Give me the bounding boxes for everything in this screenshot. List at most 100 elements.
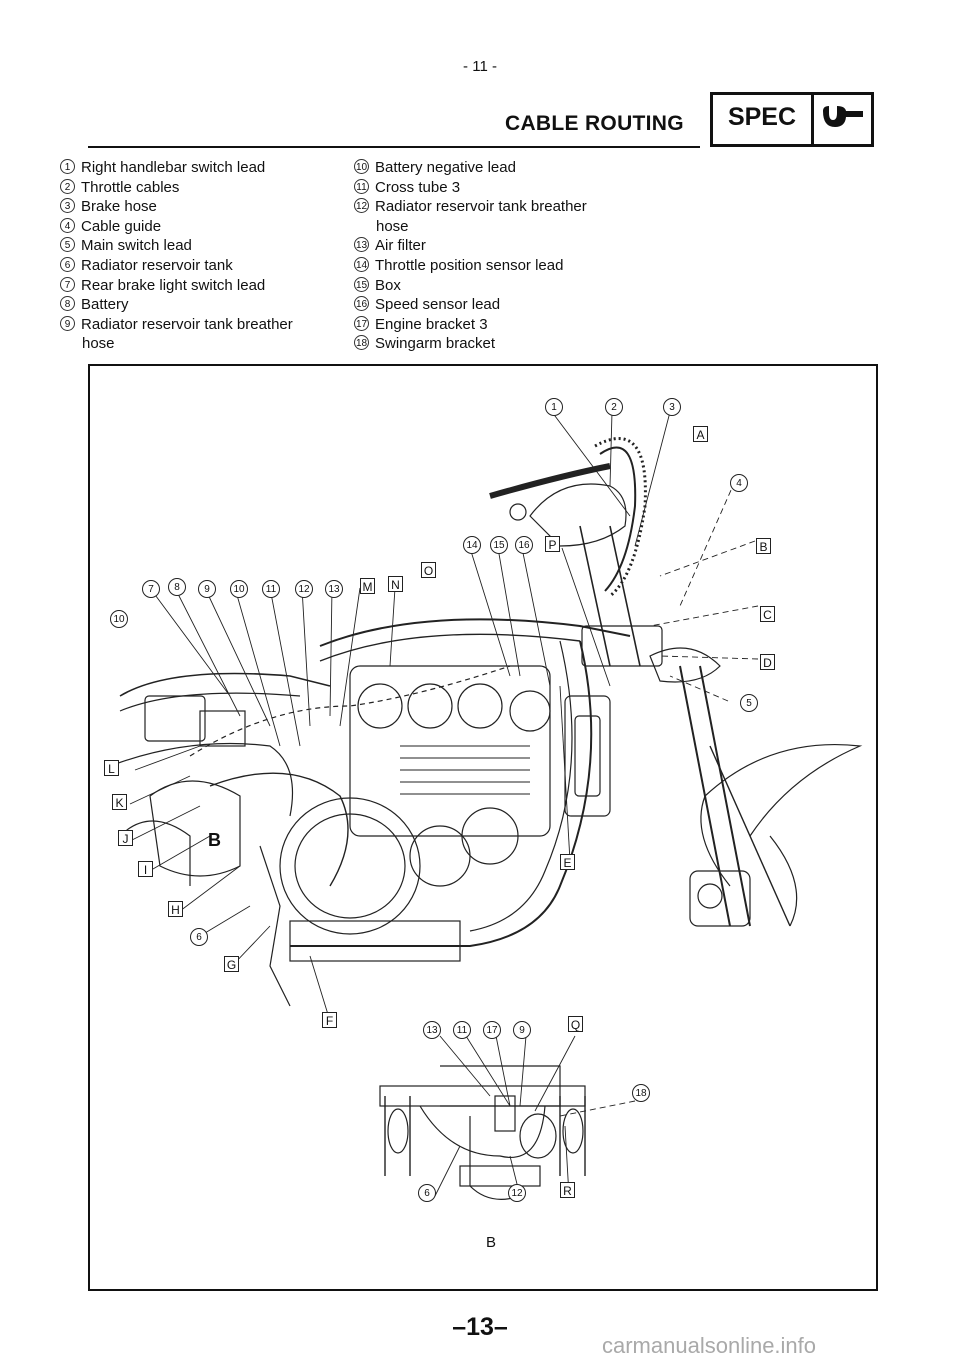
diagram-callout: 1	[545, 398, 563, 416]
diagram-letter-marker: I	[138, 861, 153, 877]
motorcycle-illustration	[109, 411, 863, 1200]
callout-number: 15	[354, 276, 369, 292]
callout-number: 12	[354, 198, 369, 214]
watermark: carmanualsonline.info	[602, 1333, 817, 1358]
diagram-letter-marker: M	[360, 578, 375, 594]
callout-number: 1	[60, 159, 75, 174]
legend-text: Speed sensor lead	[375, 296, 501, 314]
diagram-letter-marker: N	[388, 576, 403, 592]
callout-number: 10	[354, 159, 369, 174]
legend-text: Radiator reservoir tank	[81, 256, 233, 274]
legend-text: Battery negative lead	[375, 159, 516, 176]
callout-number: 6	[60, 256, 75, 272]
page-number-bottom: –13–	[452, 1313, 508, 1341]
callout-number: 4	[60, 217, 75, 233]
diagram-letter-marker: J	[118, 830, 133, 846]
legend-item: 15 Box	[354, 276, 587, 296]
legend-left-column: 1 Right handlebar switch lead 2 Throttle ca…	[60, 158, 293, 354]
legend-item: 2 Throttle cables	[60, 178, 293, 198]
frame-label-b: B	[208, 830, 221, 850]
diagram-callout: 13	[423, 1021, 441, 1039]
legend-text: Cross tube 3	[375, 178, 461, 196]
legend-text: Throttle position sensor lead	[375, 256, 564, 274]
legend-item: 12 Radiator reservoir tank breather	[354, 197, 587, 217]
legend-right-column: 10 Battery negative lead 11 Cross tube 3 12 R…	[354, 158, 587, 354]
detail-view-b	[379, 1065, 586, 1200]
diagram-callout: 3	[663, 398, 681, 416]
diagram-callout: 4	[730, 474, 748, 492]
callout-number: 17	[354, 315, 369, 331]
callout-number: 16	[354, 296, 369, 312]
callout-number: 18	[354, 335, 369, 351]
diagram-callout: 12	[508, 1184, 526, 1202]
diagram-letter-marker: E	[560, 854, 575, 870]
legend-continuation: hose	[376, 217, 409, 235]
legend-item: 10 Battery negative lead	[354, 158, 587, 178]
diagram-callout: 12	[295, 580, 313, 598]
diagram-callout: 13	[325, 580, 343, 598]
section-title: CABLE ROUTING	[505, 112, 684, 135]
legend-text: Air filter	[375, 237, 426, 255]
callout-number: 7	[60, 276, 75, 292]
legend-text: Cable guide	[81, 217, 162, 235]
diagram-letter-marker: B	[756, 538, 771, 554]
legend-text: Right handlebar switch lead	[81, 159, 266, 176]
wrench-icon	[823, 106, 863, 127]
spec-divider	[811, 95, 814, 144]
diagram-letter-marker: L	[104, 760, 119, 776]
diagram-letter-marker: P	[545, 536, 560, 552]
diagram-callout: 2	[605, 398, 623, 416]
diagram-callout: 8	[168, 578, 186, 596]
diagram-letter-marker: K	[112, 794, 127, 810]
legend-item: 13 Air filter	[354, 236, 587, 256]
legend-text: Battery	[81, 296, 129, 314]
legend-item: 6 Radiator reservoir tank	[60, 256, 293, 276]
legend-text: Box	[375, 276, 401, 294]
legend-text: Radiator reservoir tank breather	[375, 198, 587, 216]
diagram-letter-marker: A	[693, 426, 708, 442]
diagram-callout: 9	[198, 580, 216, 598]
diagram-callout: 11	[262, 580, 280, 598]
diagram-callout: 10	[110, 610, 128, 628]
diagram-letter-marker: C	[760, 606, 775, 622]
legend-item: 1 Right handlebar switch lead	[60, 158, 293, 178]
diagram-callout: 7	[142, 580, 160, 598]
legend-item: 17 Engine bracket 3	[354, 315, 587, 335]
legend-item: 3 Brake hose	[60, 197, 293, 217]
diagram-callout: 5	[740, 694, 758, 712]
legend-text: Throttle cables	[81, 178, 180, 196]
diagram-callout: 11	[453, 1021, 471, 1039]
callout-number: 9	[60, 315, 75, 331]
legend-item: 7 Rear brake light switch lead	[60, 276, 293, 296]
diagram-letter-marker: F	[322, 1012, 337, 1028]
callout-number: 11	[354, 178, 369, 194]
legend-text: Swingarm bracket	[375, 335, 496, 353]
legend-text: Rear brake light switch lead	[81, 276, 266, 294]
diagram-callout: 6	[418, 1184, 436, 1202]
callout-number: 13	[354, 237, 369, 253]
diagram-callout: 14	[463, 536, 481, 554]
detail-caption: B	[486, 1234, 497, 1251]
legend-item: 4 Cable guide	[60, 217, 293, 237]
title-underline	[88, 146, 700, 148]
callout-number: 2	[60, 178, 75, 194]
page-number-top: - 11 -	[463, 58, 497, 75]
diagram-letter-marker: R	[560, 1182, 575, 1198]
legend-text: Engine bracket 3	[375, 315, 488, 333]
diagram-callout: 9	[513, 1021, 531, 1039]
legend-text: Brake hose	[81, 198, 157, 216]
diagram-letter-marker: H	[168, 901, 183, 917]
diagram-callout: 16	[515, 536, 533, 554]
diagram-callout: 15	[490, 536, 508, 554]
diagram-letter-marker: D	[760, 654, 775, 670]
callout-number: 3	[60, 198, 75, 214]
legend-item: 18 Swingarm bracket	[354, 334, 587, 354]
legend-continuation: hose	[82, 335, 115, 353]
legend-text: Main switch lead	[81, 237, 192, 255]
legend-text: Radiator reservoir tank breather	[81, 315, 293, 333]
diagram-callout: 18	[632, 1084, 650, 1102]
diagram-callout: 17	[483, 1021, 501, 1039]
